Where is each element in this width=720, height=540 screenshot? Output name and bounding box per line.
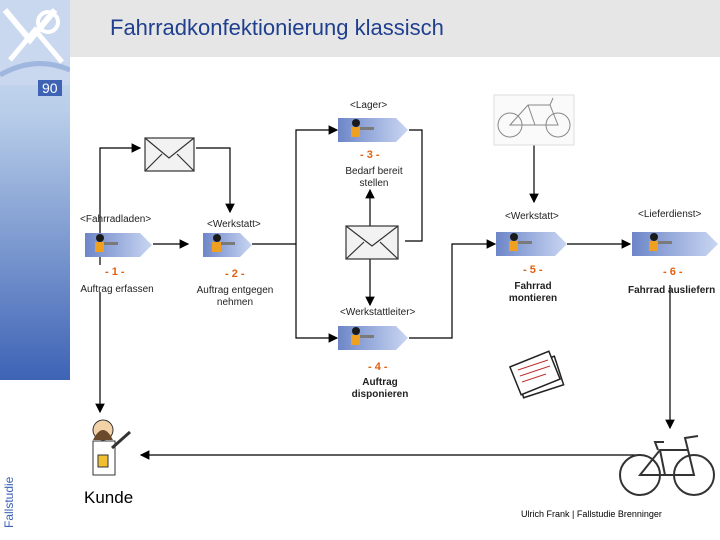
actor-label-lager: <Lager>	[350, 100, 388, 111]
customer-figure-icon	[92, 419, 131, 476]
actor-label-werkstatt-receive: <Werkstatt>	[207, 219, 261, 230]
envelope-icon	[345, 225, 399, 260]
role-arrow-werkstatt-receive	[203, 233, 252, 257]
bicycle-frame-sketch-icon	[493, 94, 575, 146]
customer-label: Kunde	[84, 488, 134, 507]
step-number-3: - 3 -	[360, 149, 380, 161]
sidebar: 90 Fallstudie	[0, 0, 70, 540]
actor-label-lieferdienst: <Lieferdienst>	[638, 209, 702, 220]
step-text-3: Bedarf bereit stellen	[345, 166, 403, 189]
step-number-2: - 2 -	[225, 268, 245, 280]
step-number-1: - 1 -	[105, 266, 125, 278]
step-text-5: Fahrrad montieren	[508, 281, 558, 304]
envelope-icon	[144, 137, 195, 172]
university-logo-icon	[0, 0, 70, 85]
page-number: 90	[38, 80, 62, 96]
order-documents-icon	[508, 350, 565, 399]
bicycle-icon	[619, 435, 715, 496]
actor-label-werkstatt-assemble: <Werkstatt>	[505, 211, 559, 222]
step-text-4: Auftrag disponieren	[351, 377, 409, 400]
header-bar	[70, 0, 720, 57]
role-arrow-werkstattleiter	[338, 326, 408, 350]
role-arrow-werkstatt-assemble	[496, 232, 567, 256]
actor-label-werkstattleiter: <Werkstattleiter>	[340, 307, 416, 318]
actor-label-fahrradladen: <Fahrradladen>	[80, 214, 152, 225]
step-text-2: Auftrag entgegen nehmen	[196, 285, 274, 308]
role-arrow-fahrradladen	[85, 233, 152, 257]
connector-lines	[95, 119, 675, 460]
step-number-4: - 4 -	[368, 361, 388, 373]
role-arrow-lager	[338, 118, 408, 142]
step-number-6: - 6 -	[663, 266, 683, 278]
footer-credit: Ulrich Frank | Fallstudie Brenninger	[521, 509, 662, 519]
role-arrow-lieferdienst	[632, 232, 718, 256]
step-text-1: Auftrag erfassen	[80, 284, 154, 295]
page-title: Fahrradkonfektionierung klassisch	[110, 15, 444, 40]
step-number-5: - 5 -	[523, 264, 543, 276]
step-text-6: Fahrrad ausliefern	[628, 285, 716, 296]
